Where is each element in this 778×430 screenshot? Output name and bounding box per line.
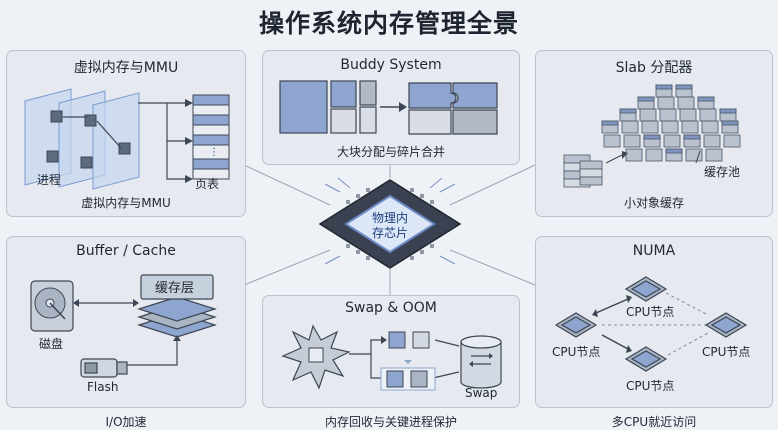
swap-illustration: [281, 324, 502, 391]
caption-slab: 小对象缓存: [623, 196, 684, 210]
panel-numa: NUMA CPU节点 CPU节点 CPU节点 CPU节点 多CPU就近访问: [535, 236, 773, 429]
cpu-node-right-label: CPU节点: [702, 345, 751, 359]
buffer-illustration: [30, 274, 217, 378]
physical-memory-chip: 物理内 存芯片: [318, 177, 462, 269]
cpu-node-top-label: CPU节点: [626, 305, 675, 319]
disk-icon: [30, 280, 74, 332]
panel-title-buffer: Buffer / Cache: [76, 243, 176, 259]
flash-drive-icon: [80, 358, 128, 378]
cache-layer-stack: [137, 274, 217, 338]
disk-label: 磁盘: [39, 337, 64, 351]
swap-disk-icon: [460, 335, 502, 389]
page-title: 操作系统内存管理全景: [258, 9, 519, 38]
caption-buffer: I/O加速: [105, 415, 147, 429]
vm-illustration: ⋮: [24, 88, 230, 190]
caption-swap: 内存回收与关键进程保护: [324, 415, 457, 429]
cpu-node-left-label: CPU节点: [552, 345, 601, 359]
swap-label: Swap: [465, 386, 498, 400]
cache-pool-stack: [563, 154, 603, 188]
caption-buddy: 大块分配与碎片合并: [336, 145, 445, 159]
process-plane: [24, 88, 140, 190]
cache-layer-label: 缓存层: [155, 281, 195, 296]
page-table: [192, 94, 230, 180]
cache-pool-label: 缓存池: [704, 165, 741, 179]
svg-text:⋮: ⋮: [209, 147, 219, 158]
panel-swap-oom: Swap & OOM: [262, 295, 520, 429]
panel-title-numa: NUMA: [632, 243, 676, 259]
panel-title-slab: Slab 分配器: [615, 60, 693, 76]
numa-illustration: [554, 276, 748, 372]
panel-buffer-cache: Buffer / Cache: [6, 236, 246, 429]
cpu-node-bottom-label: CPU节点: [626, 379, 675, 393]
panel-title-vm: 虚拟内存与MMU: [73, 60, 179, 76]
process-label: 进程: [37, 173, 62, 187]
slab-block-grid: [601, 84, 741, 162]
page-table-label: 页表: [195, 177, 220, 191]
slab-illustration: [563, 84, 741, 188]
caption-vm: 虚拟内存与MMU: [81, 196, 171, 210]
chip-label-line2: 存芯片: [372, 226, 408, 240]
panel-buddy-system: Buddy System 大块分配与碎片合并: [262, 50, 520, 165]
chip-label-line1: 物理内: [372, 211, 408, 225]
panel-slab-allocator: Slab 分配器: [535, 50, 773, 217]
panel-title-buddy: Buddy System: [340, 57, 442, 73]
flash-label: Flash: [87, 380, 119, 394]
caption-numa: 多CPU就近访问: [611, 415, 697, 429]
cpu-node: [554, 276, 748, 372]
buddy-illustration: [279, 80, 498, 135]
panel-virtual-memory: 虚拟内存与MMU: [6, 50, 246, 217]
panel-title-swap: Swap & OOM: [345, 300, 437, 316]
